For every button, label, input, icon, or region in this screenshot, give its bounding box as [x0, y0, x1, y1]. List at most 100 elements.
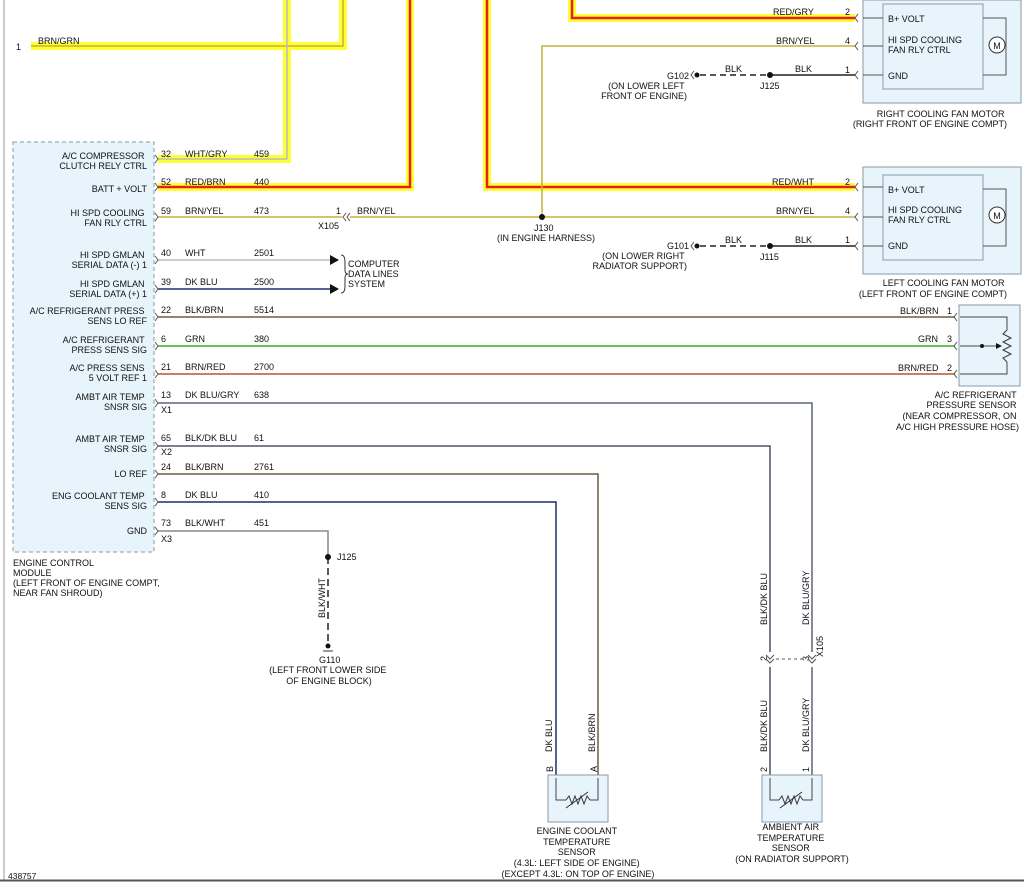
wire-color-label: BRN/YEL [185, 206, 224, 216]
ecm-pin-label: A/C COMPRESSOR CLUTCH RELY CTRL [59, 151, 147, 171]
ecm-pin-details: 32 WHT/GRY 459 52 RED/BRN 440 59 BRN/YEL… [161, 149, 274, 528]
pin-number: 1 [947, 306, 952, 316]
pin-number: 1 [845, 65, 850, 75]
ecm-pin-label: A/C PRESS SENS 5 VOLT REF 1 [69, 363, 147, 383]
splice-label: J125 [337, 552, 357, 562]
x105-connector-label: X105 [815, 636, 825, 657]
left-fan-inner [882, 174, 984, 261]
splice-label: J115 [760, 252, 779, 262]
wire-dk-blu-410 [158, 501, 557, 775]
highlight-wires [31, 0, 855, 191]
pin-number: 6 [161, 334, 166, 344]
left-fan-pin-label: GND [888, 241, 909, 251]
circuit-number: 61 [254, 433, 264, 443]
circuit-number: 2501 [254, 248, 274, 258]
pin-number: 73 [161, 518, 171, 528]
coolant-sensor-name: ENGINE COOLANT TEMPERATURE SENSOR (4.3L:… [502, 826, 655, 879]
right-fan-name: RIGHT COOLING FAN MOTOR (RIGHT FRONT OF … [853, 109, 1007, 129]
left-fan-pin-label: B+ VOLT [888, 185, 925, 195]
ground-desc: (ON LOWER RIGHT RADIATOR SUPPORT) [592, 251, 687, 271]
pin-number: 8 [161, 490, 166, 500]
right-fan-pin-label: B+ VOLT [888, 14, 925, 24]
motor-icon [988, 36, 1006, 54]
engine-coolant-temp-sensor: DK BLU BLK/BRN B A ENGINE COOLANT TEMPER… [502, 713, 655, 879]
wire-color-label: RED/GRY [773, 7, 814, 17]
circuit-number: 473 [254, 206, 269, 216]
thermistor-icon [565, 794, 591, 806]
wire-color-label: BLK/WHT [317, 577, 327, 618]
ecm-connector-x1: X1 [161, 405, 172, 415]
wire-color-label: GRN [185, 334, 205, 344]
ground-label: G110 [319, 655, 340, 665]
circuit-number: 638 [254, 390, 269, 400]
gmlan-arrow-minus [330, 255, 339, 265]
wire-color-label: BLK [795, 235, 812, 245]
wire-blk-brn-2761 [158, 473, 599, 775]
ground-desc: (LEFT FRONT LOWER SIDE OF ENGINE BLOCK) [269, 665, 389, 686]
ecm-pin-label: AMBT AIR TEMP SNSR SIG [75, 434, 147, 454]
wire-blk-wht-451 [158, 530, 329, 557]
ambient-sensor-body [761, 774, 823, 823]
ground-dot [694, 243, 700, 249]
top-left-wire-color: BRN/GRN [38, 36, 80, 46]
right-fan-wires: RED/GRY 2 BRN/YEL 4 1 BLK BLK J125 G102 … [601, 7, 859, 101]
ecm-pin-label: AMBT AIR TEMP SNSR SIG [75, 392, 147, 412]
circuit-number: 440 [254, 177, 269, 187]
right-fan-pin-label: GND [888, 71, 909, 81]
wire-color-label: DK BLU [185, 490, 218, 500]
ecm-connector-x3: X3 [161, 534, 172, 544]
pin-number: B [545, 766, 555, 772]
pin-number: 3 [947, 334, 952, 344]
wire-color-label: BLK/BRN [185, 462, 224, 472]
right-cooling-fan-motor: M B+ VOLT HI SPD COOLING FAN RLY CTRL GN… [853, 0, 1022, 129]
pin-number: 2 [845, 177, 850, 187]
pin-number: 65 [161, 433, 171, 443]
wire-color-label: GRN [918, 334, 938, 344]
splice-label: J125 [760, 81, 780, 91]
wire-color-label: BLK [795, 64, 812, 74]
ground-desc: (ON LOWER LEFT FRONT OF ENGINE) [601, 81, 687, 101]
ground-dot [694, 72, 700, 78]
pin-number: 1 [801, 767, 811, 772]
pin-number: 2 [947, 363, 952, 373]
ecm-connector-x2: X2 [161, 447, 172, 457]
ground-label: G102 [667, 71, 689, 81]
pin-number: 1 [845, 235, 850, 245]
motor-symbol: M [993, 211, 1001, 221]
brace [340, 254, 349, 294]
circuit-number: 2700 [254, 362, 274, 372]
ecm-pin-label: LO REF [114, 469, 147, 479]
wire-color-label: BLK/BRN [185, 305, 224, 315]
left-fan-pin-label: HI SPD COOLING FAN RLY CTRL [888, 205, 965, 225]
wire-color-label: BLK/BRN [900, 306, 939, 316]
ecm-connectors [154, 154, 159, 536]
splice-dot [767, 72, 773, 78]
pin-number: 13 [161, 390, 171, 400]
ambient-sensor-name: AMBIENT AIR TEMPERATURE SENSOR (ON RADIA… [735, 822, 849, 864]
core-wires [31, 0, 855, 189]
pin-number: 4 [845, 206, 850, 216]
pin-number: 32 [161, 149, 171, 159]
circuit-number: 2761 [254, 462, 274, 472]
wire-color-label: RED/WHT [772, 177, 814, 187]
pin-number: 52 [161, 177, 171, 187]
pin-number: 4 [845, 36, 850, 46]
left-fan-name: LEFT COOLING FAN MOTOR (LEFT FRONT OF EN… [859, 278, 1007, 299]
wire-color-label: DK BLU [544, 719, 554, 752]
wire-color-label: BLK/DK BLU [759, 700, 769, 752]
top-left-wire: 1 BRN/GRN [16, 36, 80, 52]
ambient-air-temp-sensor: BLK/DK BLU DK BLU/GRY 2 3 X105 BLK/DK BL… [735, 571, 849, 864]
wire-color-label: BLK/DK BLU [185, 433, 237, 443]
ecm-pin-label: HI SPD GMLAN SERIAL DATA (+) 1 [69, 279, 147, 299]
wire-dk-blu-gry-638 [158, 402, 813, 652]
figure-id: 438757 [8, 871, 37, 881]
circuit-number: 410 [254, 490, 269, 500]
pin-number: 2 [845, 7, 850, 17]
wire-color-label: RED/BRN [185, 177, 226, 187]
wire-color-label: BLK [725, 64, 742, 74]
splice-dot [325, 554, 331, 560]
wire-color-label: BLK [725, 235, 742, 245]
computer-data-lines-label: COMPUTER DATA LINES SYSTEM [348, 259, 402, 289]
wire-blk-dk-blu-61 [158, 445, 771, 652]
